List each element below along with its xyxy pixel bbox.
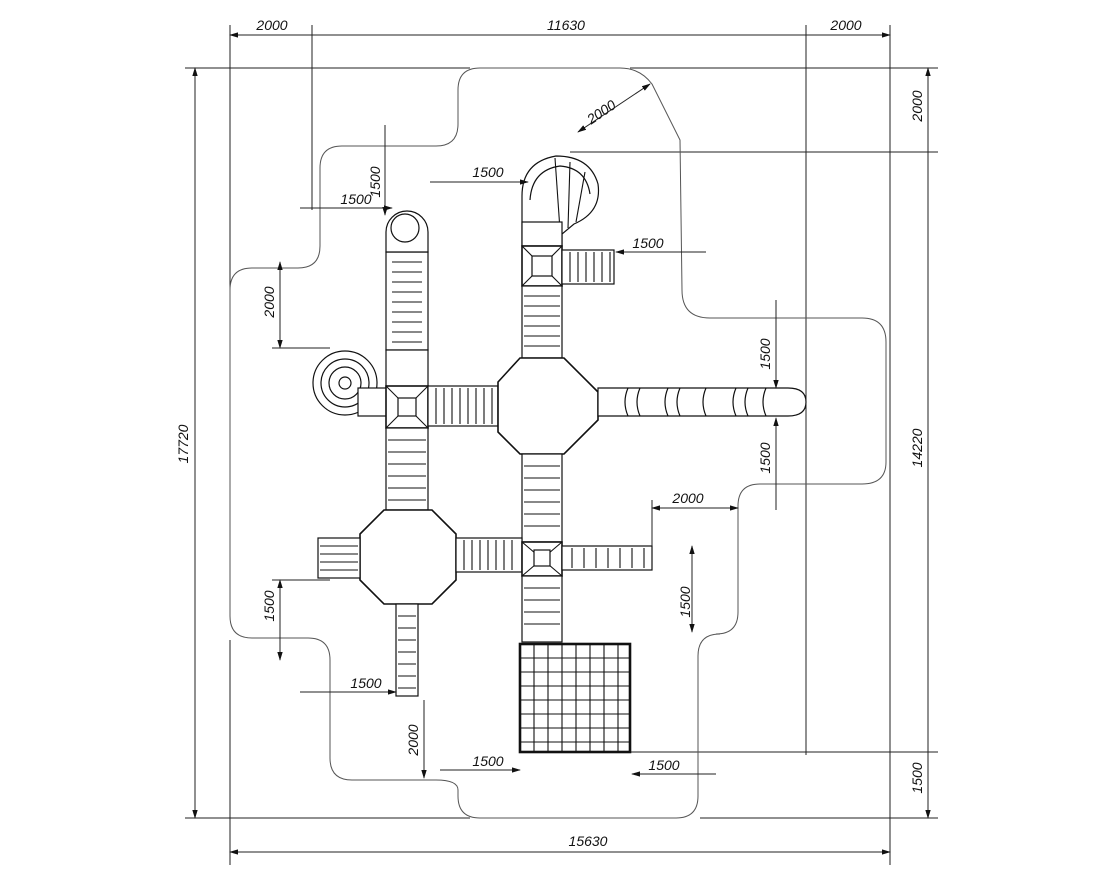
local-dimensions — [272, 83, 779, 779]
label-net-right: 1500 — [648, 757, 679, 773]
label-left-lower: 1500 — [261, 590, 277, 621]
label-bridge-right: 1500 — [677, 586, 693, 617]
stairs-lower-left — [317, 537, 361, 579]
stairs-upper-right — [561, 249, 615, 285]
walkway-left — [385, 427, 429, 511]
label-tower-top: 1500 — [367, 166, 383, 197]
label-tunnel-top: 1500 — [757, 338, 773, 369]
climbing-net — [518, 642, 632, 754]
bridge-upper — [427, 385, 499, 427]
overall-dimensions — [185, 25, 938, 865]
label-left-total: 17720 — [175, 424, 191, 463]
tower-lower-right — [521, 541, 563, 577]
lower-left-hub — [359, 509, 457, 605]
label-right-height: 14220 — [909, 428, 925, 467]
label-top-left-margin: 2000 — [255, 17, 287, 33]
tower-upper-right — [521, 245, 563, 287]
label-stair-right: 1500 — [632, 235, 663, 251]
bridge-lower-right — [561, 545, 653, 571]
label-top-right-margin: 2000 — [829, 17, 861, 33]
label-right-bottom-margin: 1500 — [909, 762, 925, 793]
label-right-top-margin: 2000 — [909, 90, 925, 122]
tunnel-slide — [597, 387, 807, 417]
label-left-clear: 2000 — [261, 286, 277, 318]
label-top-total: 11630 — [547, 17, 585, 33]
tube-slide-top — [521, 155, 600, 247]
label-tower-side: 1500 — [340, 191, 371, 207]
label-slide-curve: 2000 — [583, 96, 619, 127]
central-hub — [497, 357, 599, 455]
tower-upper-left — [385, 385, 429, 429]
walkway-right-lower — [521, 453, 563, 543]
left-upper-slide — [385, 210, 429, 389]
spiral-slide-left — [312, 350, 389, 417]
safety-zone-outline — [229, 67, 887, 819]
walkway-to-net — [521, 575, 563, 643]
label-mid-right: 2000 — [671, 490, 703, 506]
ladder-lower-left — [395, 603, 419, 697]
label-low-stair-left: 1500 — [350, 675, 381, 691]
label-slide-offset: 1500 — [472, 164, 503, 180]
label-tunnel-bottom: 1500 — [757, 442, 773, 473]
bridge-lower — [455, 537, 523, 573]
label-bottom-total: 15630 — [569, 833, 608, 849]
label-net-left: 1500 — [472, 753, 503, 769]
walkway-right-upper — [521, 285, 563, 359]
label-bottom-clear: 2000 — [405, 724, 421, 756]
